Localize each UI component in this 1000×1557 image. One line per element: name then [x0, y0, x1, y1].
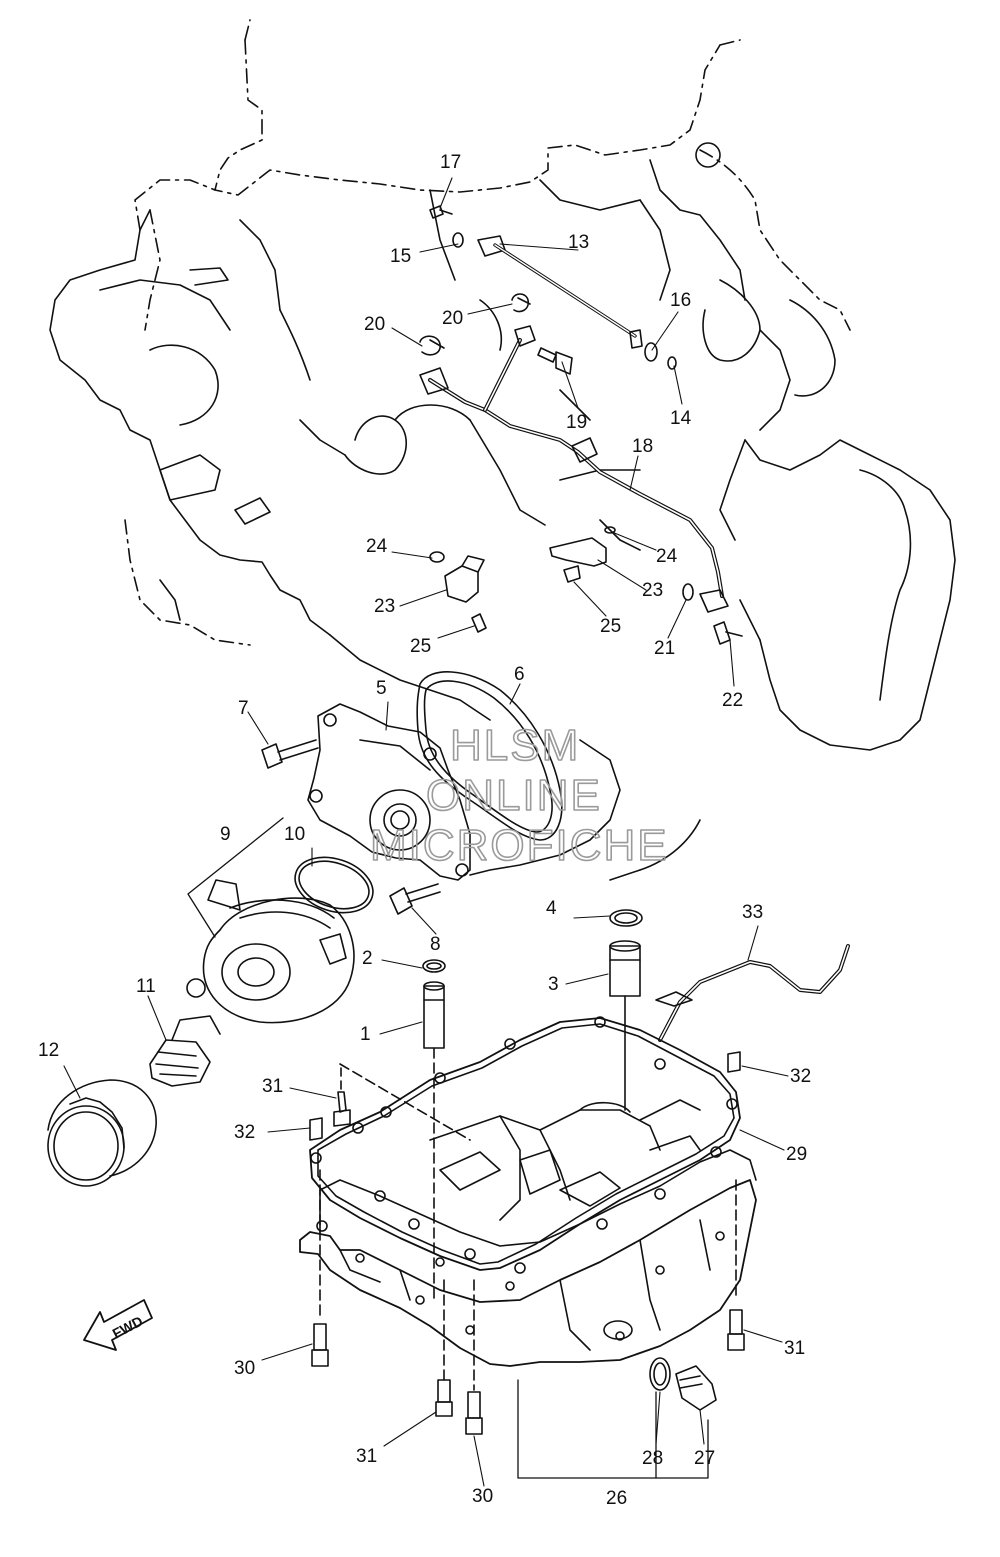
engine-outline [49, 19, 956, 881]
callout-20-left[interactable]: 20 [364, 314, 385, 335]
oil-pump-assembly [261, 671, 563, 915]
leader-lines [63, 177, 789, 1487]
watermark-line-2: ONLINE [426, 771, 602, 820]
strainer-assembly [309, 909, 850, 1301]
fwd-arrow: FWD [83, 1299, 153, 1351]
callout-31-upper[interactable]: 31 [262, 1076, 283, 1097]
callout-14[interactable]: 14 [670, 408, 692, 429]
callout-10[interactable]: 10 [284, 824, 305, 845]
callout-12[interactable]: 12 [38, 1040, 59, 1061]
callout-32-right[interactable]: 32 [790, 1066, 811, 1087]
callout-2[interactable]: 2 [362, 948, 373, 969]
callout-31-lower[interactable]: 31 [356, 1446, 377, 1467]
callout-25-left[interactable]: 25 [410, 636, 431, 657]
callout-6[interactable]: 6 [514, 664, 525, 685]
callout-21[interactable]: 21 [654, 638, 675, 659]
callout-28[interactable]: 28 [642, 1448, 663, 1469]
callout-29[interactable]: 29 [786, 1144, 807, 1165]
gasket-bolt-holes [310, 1016, 738, 1274]
callout-24-left[interactable]: 24 [366, 536, 388, 557]
callout-20-upper[interactable]: 20 [442, 308, 463, 329]
callout-7[interactable]: 7 [238, 698, 249, 719]
callout-27[interactable]: 27 [694, 1448, 715, 1469]
callout-22[interactable]: 22 [722, 690, 743, 711]
callout-23-right[interactable]: 23 [642, 580, 663, 601]
watermark: HLSM ONLINE MICROFICHE [369, 720, 669, 871]
callout-17[interactable]: 17 [440, 152, 461, 173]
callout-25-right[interactable]: 25 [600, 616, 621, 637]
callout-18[interactable]: 18 [632, 436, 653, 457]
callout-15[interactable]: 15 [390, 246, 411, 267]
brackets-assembly [429, 526, 743, 645]
callout-1[interactable]: 1 [360, 1024, 371, 1045]
watermark-line-3: MICROFICHE [370, 821, 669, 870]
callout-4[interactable]: 4 [546, 898, 557, 919]
callout-33[interactable]: 33 [742, 902, 763, 923]
watermark-line-1: HLSM [450, 721, 580, 770]
callout-labels: 17 15 13 16 20 20 14 19 18 24 24 23 23 2… [38, 152, 811, 1509]
callout-23-left[interactable]: 23 [374, 596, 395, 617]
callout-13[interactable]: 13 [568, 232, 589, 253]
callout-32-left[interactable]: 32 [234, 1122, 255, 1143]
callout-5[interactable]: 5 [376, 678, 387, 699]
callout-31-right[interactable]: 31 [784, 1338, 805, 1359]
callout-19[interactable]: 19 [566, 412, 587, 433]
oil-filter-assembly [47, 817, 374, 1187]
oil-pan [299, 1016, 757, 1479]
callout-9[interactable]: 9 [220, 824, 231, 845]
callout-8[interactable]: 8 [430, 934, 441, 955]
callout-3[interactable]: 3 [548, 974, 559, 995]
callout-24-right[interactable]: 24 [656, 546, 678, 567]
oil-pipe-assembly [419, 205, 729, 613]
callout-30-left[interactable]: 30 [234, 1358, 255, 1379]
callout-11[interactable]: 11 [136, 976, 156, 997]
callout-16[interactable]: 16 [670, 290, 691, 311]
callout-30-lower[interactable]: 30 [472, 1486, 493, 1507]
callout-26[interactable]: 26 [606, 1488, 627, 1509]
